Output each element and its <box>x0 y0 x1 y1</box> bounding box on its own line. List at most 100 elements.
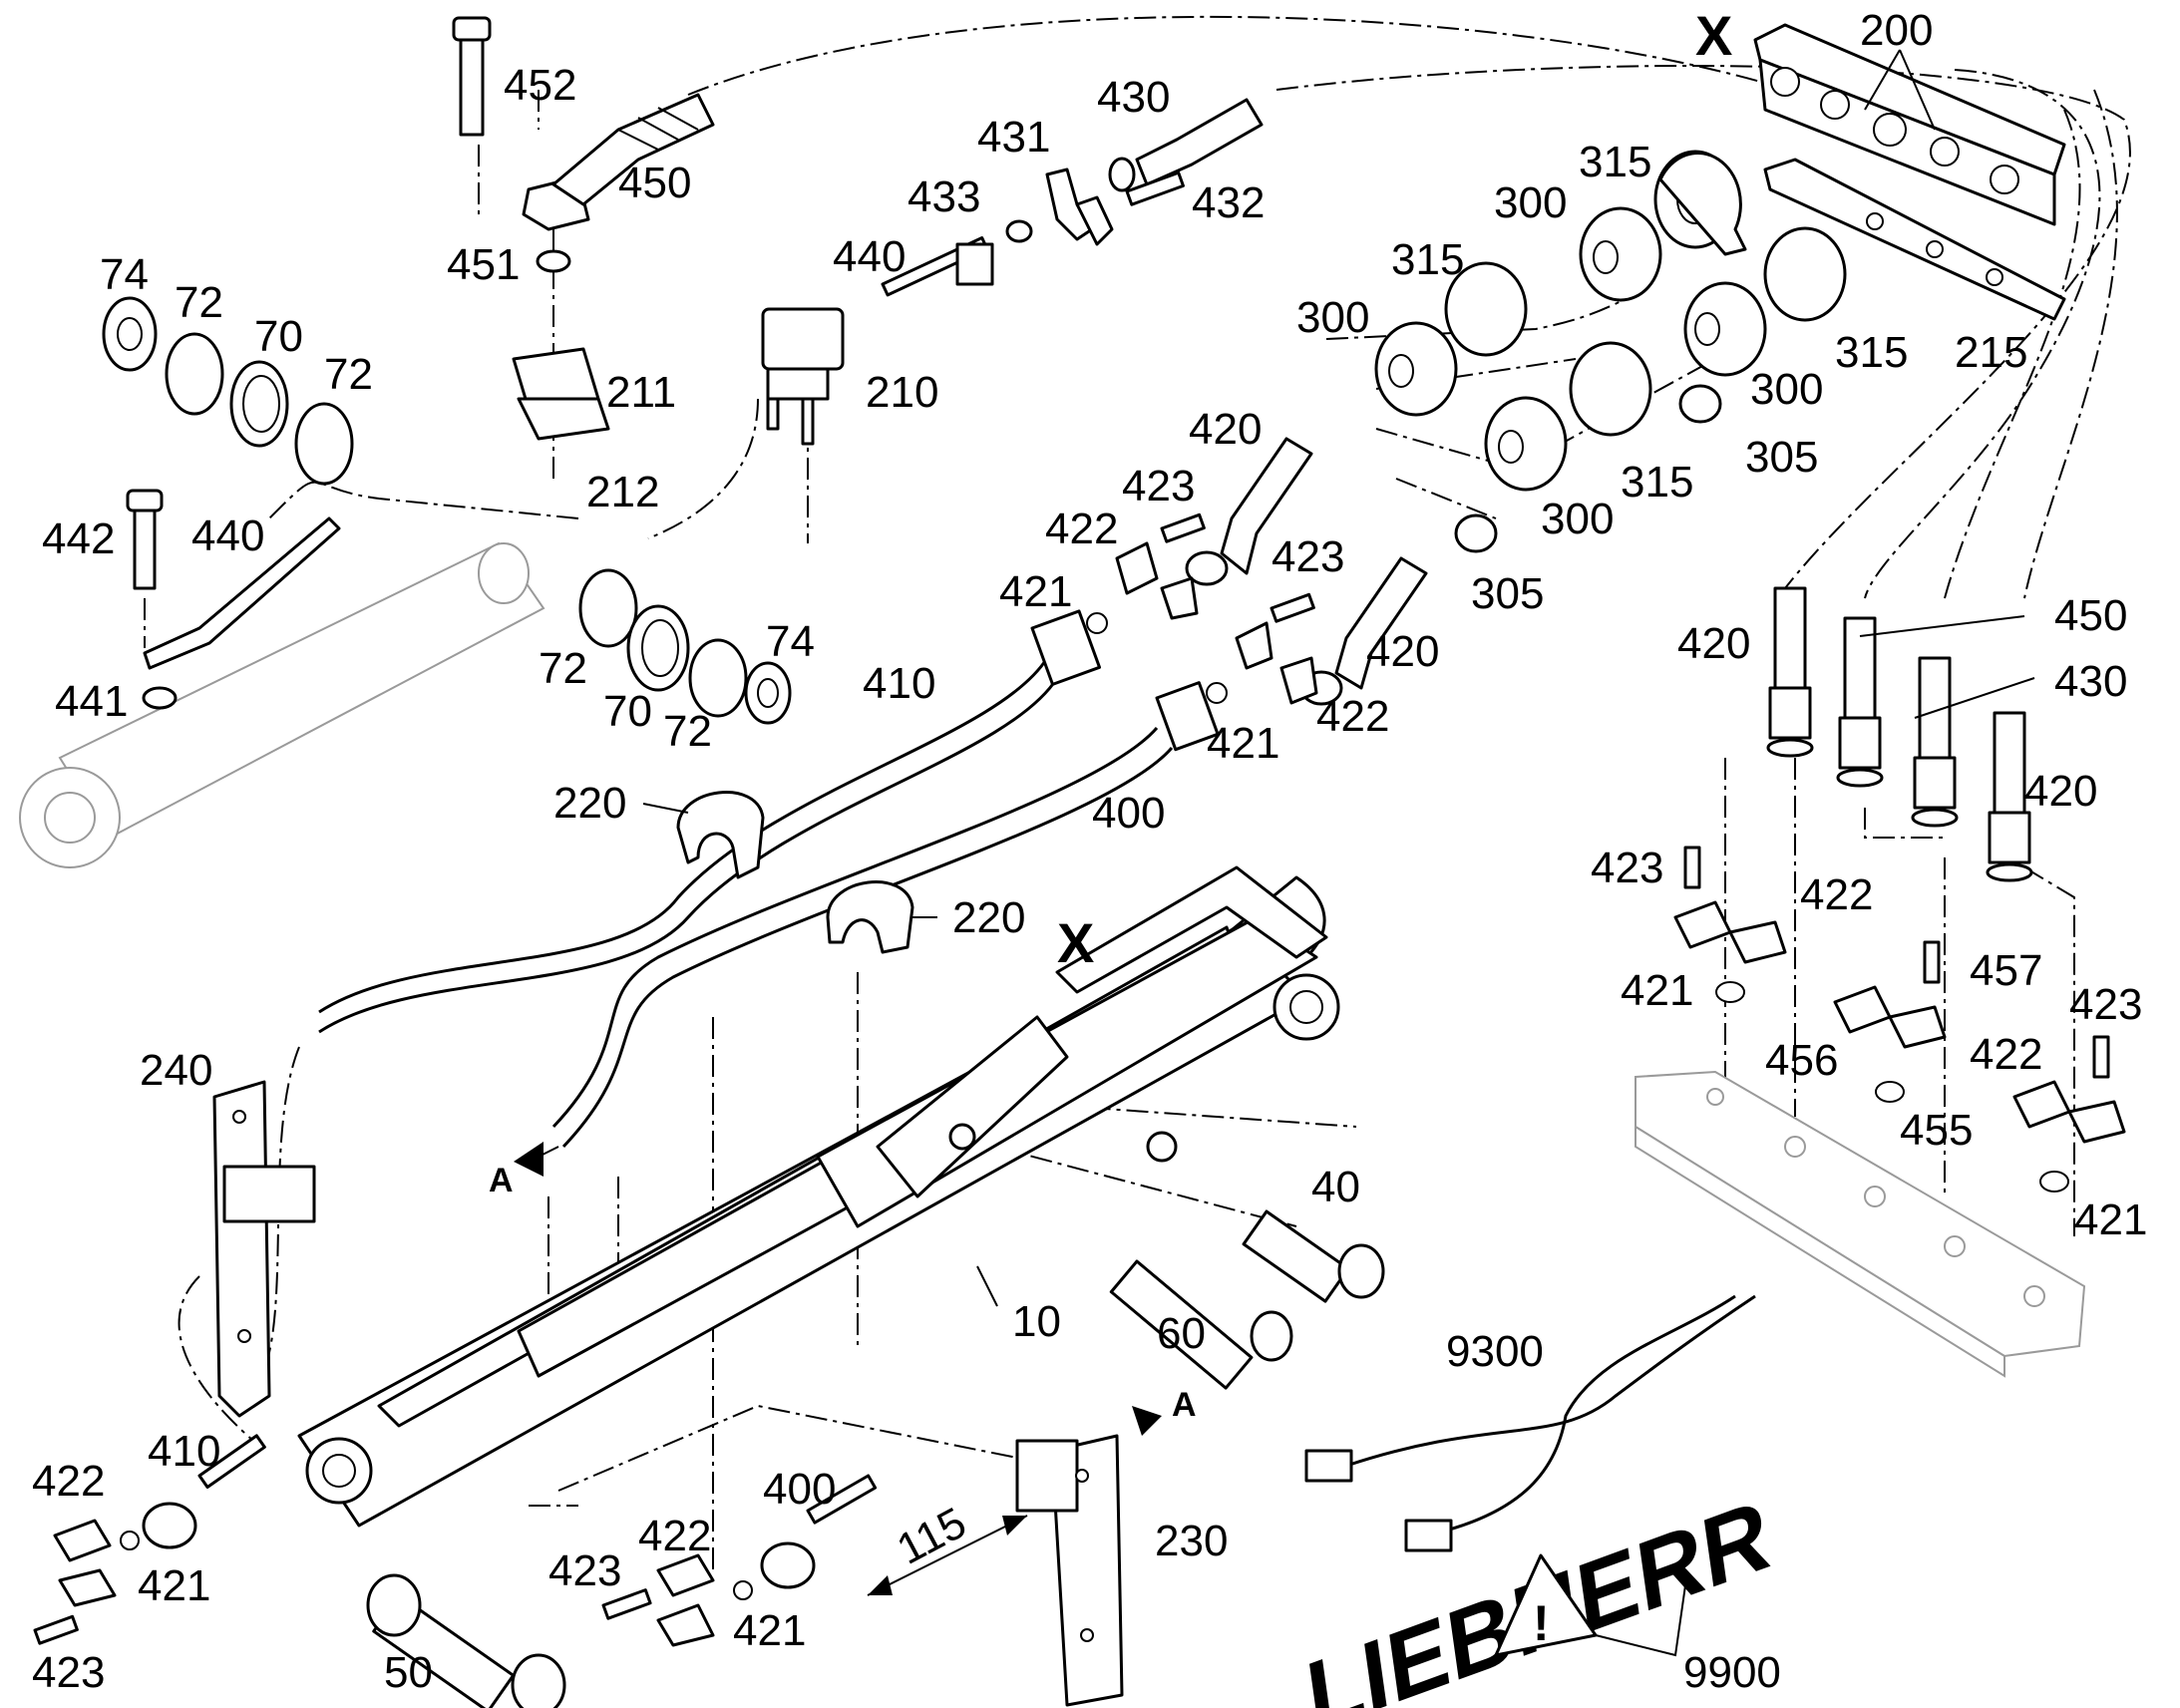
view-marker-x-boom: X <box>1057 911 1094 974</box>
part-labels: X X A A 452 450 451 431 430 433 432 440 … <box>32 4 2147 1697</box>
hose-430-assembly <box>1005 98 1264 246</box>
label-210: 210 <box>866 368 938 417</box>
label-315-d: 315 <box>1621 458 1693 507</box>
label-451: 451 <box>447 240 520 289</box>
direction-arrow-a-lower <box>1132 1406 1162 1436</box>
label-422-f: 422 <box>638 1512 711 1560</box>
label-230: 230 <box>1155 1517 1228 1565</box>
label-220-a: 220 <box>553 779 626 828</box>
label-455: 455 <box>1900 1106 1973 1155</box>
label-452: 452 <box>504 61 576 110</box>
view-marker-x-top: X <box>1695 4 1732 67</box>
label-421-c: 421 <box>1621 966 1693 1015</box>
label-420-c: 420 <box>1677 619 1750 668</box>
pipe-400 <box>551 681 1220 1149</box>
label-74-b: 74 <box>766 617 815 666</box>
dimension-115-label: 115 <box>890 1499 974 1574</box>
label-440-lower: 440 <box>191 512 264 560</box>
label-421-e: 421 <box>138 1561 210 1610</box>
label-423-b: 423 <box>1272 532 1344 581</box>
label-70-b: 70 <box>603 687 652 736</box>
label-72-d: 72 <box>663 707 712 756</box>
label-200: 200 <box>1860 6 1933 55</box>
label-422-b: 422 <box>1316 692 1389 741</box>
label-422-a: 422 <box>1045 505 1118 553</box>
label-423-c: 423 <box>1591 844 1663 892</box>
split-flanges-right <box>1673 846 2126 1193</box>
label-315-a: 315 <box>1579 138 1651 186</box>
label-421-d: 421 <box>2074 1196 2147 1244</box>
label-211: 211 <box>606 368 676 417</box>
split-flanges-middle <box>1086 512 1318 705</box>
label-72-b: 72 <box>324 350 373 399</box>
label-40: 40 <box>1311 1163 1360 1211</box>
label-212: 212 <box>586 468 659 516</box>
label-421-a: 421 <box>999 567 1072 616</box>
label-431: 431 <box>977 113 1050 162</box>
label-456: 456 <box>1765 1036 1838 1085</box>
bracket-240 <box>212 1080 316 1418</box>
label-422-d: 422 <box>1970 1030 2042 1079</box>
pipe-410 <box>318 609 1102 1034</box>
warning-exclamation-icon: ! <box>1533 1595 1550 1651</box>
clamp-set-upper <box>1374 150 1847 553</box>
label-400-top: 400 <box>1092 789 1165 838</box>
hoses-right-vertical <box>1766 586 2033 882</box>
cable-9300 <box>1304 1294 1756 1552</box>
seal-kit-upper <box>102 296 354 486</box>
valve-block-ghost <box>1635 1070 2086 1378</box>
label-72-c: 72 <box>539 644 587 693</box>
label-60: 60 <box>1157 1309 1206 1358</box>
hose-440-lower <box>126 489 341 710</box>
label-450-top: 450 <box>618 159 691 207</box>
label-421-b: 421 <box>1207 719 1279 768</box>
seal-kit-lower <box>578 568 792 725</box>
label-430-top: 430 <box>1097 73 1170 122</box>
label-10: 10 <box>1012 1297 1061 1346</box>
hose-440-upper <box>881 236 994 297</box>
fittings-410-lower <box>33 1434 266 1645</box>
label-410-top: 410 <box>863 659 935 708</box>
label-422-c: 422 <box>1800 870 1873 919</box>
arrow-marker-a-lower: A <box>1172 1386 1197 1424</box>
label-410-bottom: 410 <box>148 1427 220 1476</box>
dimension-115: 115 <box>867 1499 1028 1596</box>
label-423-a: 423 <box>1122 462 1195 511</box>
arrow-right-icon <box>1132 1406 1162 1436</box>
label-305-a: 305 <box>1745 433 1818 482</box>
label-423-f: 423 <box>548 1546 621 1595</box>
label-457: 457 <box>1970 946 2042 995</box>
label-440-top: 440 <box>833 232 906 281</box>
label-423-e: 423 <box>32 1648 105 1697</box>
label-420-a: 420 <box>1189 405 1262 454</box>
label-300-c: 300 <box>1750 365 1823 414</box>
label-422-e: 422 <box>32 1457 105 1506</box>
label-400-bottom: 400 <box>763 1465 836 1514</box>
pin-50 <box>366 1573 566 1708</box>
label-220-b: 220 <box>952 893 1025 942</box>
label-423-d: 423 <box>2069 980 2142 1029</box>
boom-10 <box>297 865 1340 1528</box>
pin-60 <box>1109 1259 1293 1390</box>
label-50: 50 <box>384 1648 433 1697</box>
label-240: 240 <box>140 1046 212 1095</box>
direction-arrow-a-upper <box>514 1142 559 1177</box>
label-300-b: 300 <box>1296 293 1369 342</box>
label-300-d: 300 <box>1541 495 1614 543</box>
pipe-clamps-220 <box>676 791 914 954</box>
label-305-b: 305 <box>1471 569 1544 618</box>
label-430-right: 430 <box>2054 657 2127 706</box>
fittings-400-lower <box>601 1474 878 1647</box>
pin-40 <box>1242 1209 1385 1303</box>
label-9300: 9300 <box>1446 1327 1544 1376</box>
label-432: 432 <box>1192 178 1265 227</box>
arrow-marker-a-upper: A <box>489 1162 514 1199</box>
label-315-b: 315 <box>1391 235 1464 284</box>
label-215: 215 <box>1955 328 2027 377</box>
boom-cylinder-ghost <box>19 541 545 868</box>
flange-211-and-clamp-210 <box>512 307 845 446</box>
label-300-a: 300 <box>1494 178 1567 227</box>
label-433: 433 <box>908 172 980 221</box>
label-442: 442 <box>42 514 115 563</box>
